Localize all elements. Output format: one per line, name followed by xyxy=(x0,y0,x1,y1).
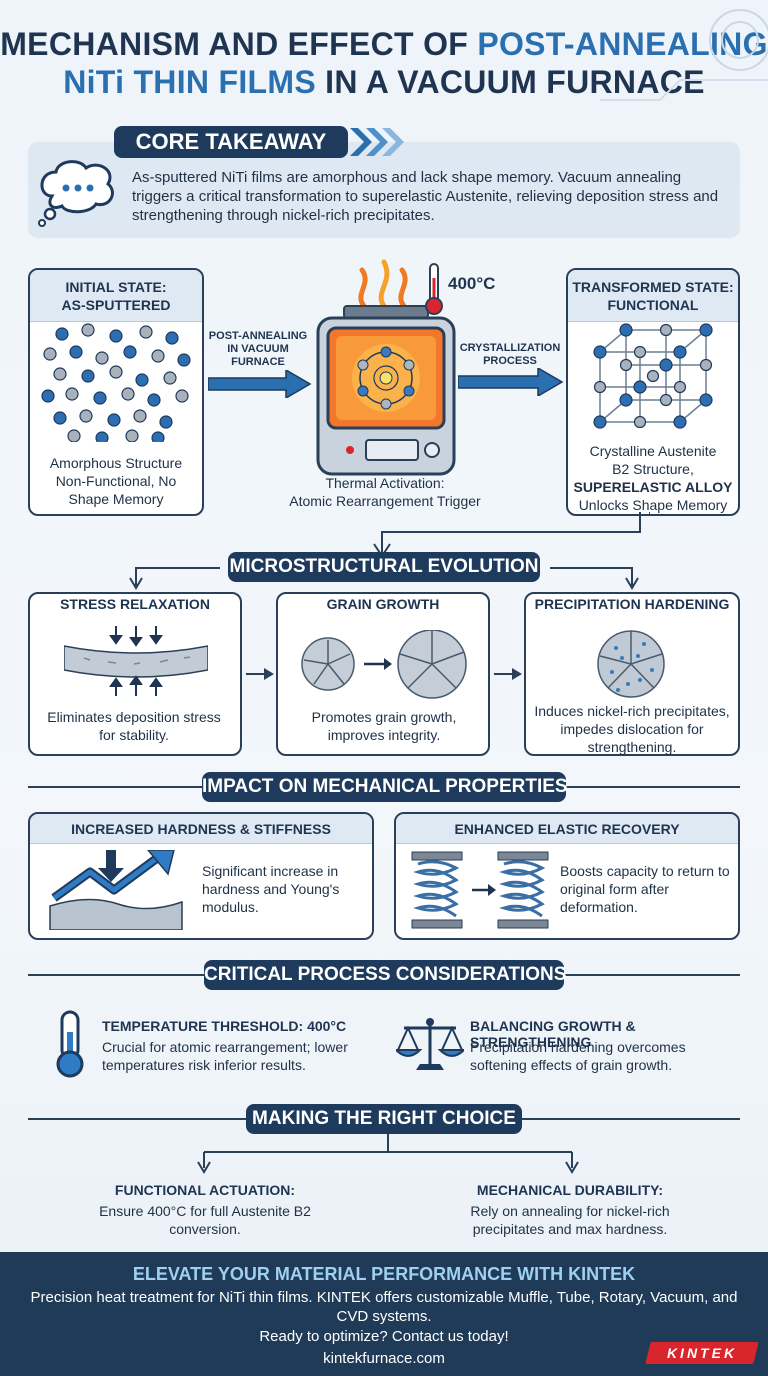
balancing-text: Precipitation hardening overcomes soften… xyxy=(470,1039,686,1073)
atom xyxy=(151,431,165,442)
arrow-2-label: CRYSTALLIZATION PROCESS xyxy=(459,342,561,367)
atom xyxy=(133,409,147,423)
initial-state-card: INITIAL STATE: AS-SPUTTERED xyxy=(28,268,204,516)
choice-heading: MAKING THE RIGHT CHOICE xyxy=(246,1104,522,1134)
balancing-title: BALANCING GROWTH & STRENGTHENING xyxy=(470,1018,636,1050)
vacuum-furnace-icon xyxy=(316,259,456,476)
atom xyxy=(121,387,135,401)
atom xyxy=(95,431,109,442)
atom xyxy=(109,365,123,379)
arrow-1-label: POST-ANNEALING IN VACUUM FURNACE xyxy=(208,330,308,368)
core-takeaway-heading: CORE TAKEAWAY xyxy=(114,126,348,158)
atom xyxy=(53,411,67,425)
footer-line-1: Precision heat treatment for NiTi thin f… xyxy=(30,1289,738,1325)
atom xyxy=(93,391,107,405)
atom xyxy=(55,327,69,341)
atom xyxy=(165,331,179,345)
atom xyxy=(109,329,123,343)
stress-relaxation-title: STRESS RELAXATION xyxy=(60,596,210,612)
page-title-line-1: MECHANISM AND EFFECT OF POST-ANNEALING xyxy=(0,26,768,62)
kintek-logo-text: KINTEK xyxy=(666,1345,738,1361)
chevrons-icon xyxy=(350,128,404,156)
b2-lattice-illustration xyxy=(593,323,713,429)
atom xyxy=(139,325,153,339)
transformed-caption-bold: SUPERELASTIC ALLOY xyxy=(573,479,733,495)
precipitation-hardening-text: Induces nickel-rich precipitates, impede… xyxy=(534,703,730,755)
temperature-threshold-title: TEMPERATURE THRESHOLD: 400°C xyxy=(102,1018,347,1034)
atom xyxy=(177,353,191,367)
atom xyxy=(151,349,165,363)
transformed-state-card: TRANSFORMED STATE: FUNCTIONAL xyxy=(566,268,740,516)
atom xyxy=(69,345,83,359)
hardness-title: INCREASED HARDNESS & STIFFNESS xyxy=(30,814,372,844)
footer xyxy=(0,1252,768,1376)
initial-state-caption: Amorphous Structure Non-Functional, No S… xyxy=(49,455,183,507)
stress-relaxation-icon xyxy=(64,626,208,696)
elastic-recovery-text: Boosts capacity to return to original fo… xyxy=(560,863,730,915)
atom xyxy=(67,429,81,442)
transformed-caption-2: Unlocks Shape Memory xyxy=(578,497,728,513)
circuit-decoration xyxy=(600,9,768,101)
furnace-caption: Thermal Activation: Atomic Rearrangement… xyxy=(289,475,481,509)
atom xyxy=(147,393,161,407)
initial-state-title: INITIAL STATE: AS-SPUTTERED xyxy=(30,270,202,322)
atom xyxy=(81,323,95,337)
core-takeaway-panel xyxy=(28,142,740,238)
footer-heading: ELEVATE YOUR MATERIAL PERFORMANCE WITH K… xyxy=(132,1264,636,1284)
thermometer-icon-2 xyxy=(56,1010,84,1078)
atom xyxy=(81,369,95,383)
balance-scale-icon xyxy=(396,1018,464,1070)
atom xyxy=(95,351,109,365)
stress-relaxation-text: Eliminates deposition stress for stabili… xyxy=(47,709,221,743)
thought-bubble-icon xyxy=(38,160,114,227)
spring-icon xyxy=(411,851,549,929)
choice-connector xyxy=(197,1134,579,1174)
critical-heading: CRITICAL PROCESS CONSIDERATIONS xyxy=(204,960,566,990)
page-title-line-2: NiTi THIN FILMS IN A VACUUM FURNACE xyxy=(63,64,705,100)
atom xyxy=(135,373,149,387)
grain-growth-icon xyxy=(301,630,467,699)
arrow-right-icon xyxy=(208,370,312,398)
atom xyxy=(41,389,55,403)
elastic-recovery-title: ENHANCED ELASTIC RECOVERY xyxy=(396,814,738,844)
impact-heading: IMPACT ON MECHANICAL PROPERTIES xyxy=(202,772,568,802)
transformed-caption-1: Crystalline Austenite B2 Structure, xyxy=(589,443,717,477)
amorphous-atoms-illustration xyxy=(41,323,191,442)
atom xyxy=(79,409,93,423)
microstructural-heading: MICROSTRUCTURAL EVOLUTION xyxy=(228,552,540,582)
functional-actuation-title: FUNCTIONAL ACTUATION: xyxy=(114,1182,296,1198)
atom xyxy=(123,345,137,359)
grain-growth-title: GRAIN GROWTH xyxy=(326,596,440,612)
arrow-connector-2 xyxy=(494,668,522,680)
arrow-right-icon-2 xyxy=(458,368,564,396)
footer-url[interactable]: kintekfurnace.com xyxy=(323,1350,445,1367)
temperature-label: 400°C xyxy=(448,274,496,293)
atom xyxy=(43,347,57,361)
mechanical-durability-text: Rely on annealing for nickel-rich precip… xyxy=(470,1203,670,1237)
functional-actuation-text: Ensure 400°C for full Austenite B2 conve… xyxy=(99,1203,311,1237)
temperature-threshold-text: Crucial for atomic rearrangement; lower … xyxy=(102,1039,348,1073)
arrow-connector-1 xyxy=(246,668,274,680)
atom xyxy=(125,429,139,442)
hardness-text: Significant increase in hardness and You… xyxy=(202,863,340,915)
precipitates-icon xyxy=(597,630,665,698)
kintek-logo: KINTEK xyxy=(645,1342,759,1364)
atom xyxy=(107,413,121,427)
thermometer-icon xyxy=(425,263,443,315)
transformed-state-title: TRANSFORMED STATE: FUNCTIONAL xyxy=(568,270,738,322)
hardness-trend-icon xyxy=(49,850,183,930)
grain-growth-text: Promotes grain growth, improves integrit… xyxy=(311,709,457,743)
precipitation-hardening-title: PRECIPITATION HARDENING xyxy=(534,596,730,612)
atom xyxy=(53,367,67,381)
atom xyxy=(159,415,173,429)
footer-line-2: Ready to optimize? Contact us today! xyxy=(259,1328,509,1345)
mechanical-durability-title: MECHANICAL DURABILITY: xyxy=(476,1182,664,1198)
atom xyxy=(65,387,79,401)
atom xyxy=(175,389,189,403)
core-takeaway-text: As-sputtered NiTi films are amorphous an… xyxy=(132,169,719,224)
atom xyxy=(163,371,177,385)
